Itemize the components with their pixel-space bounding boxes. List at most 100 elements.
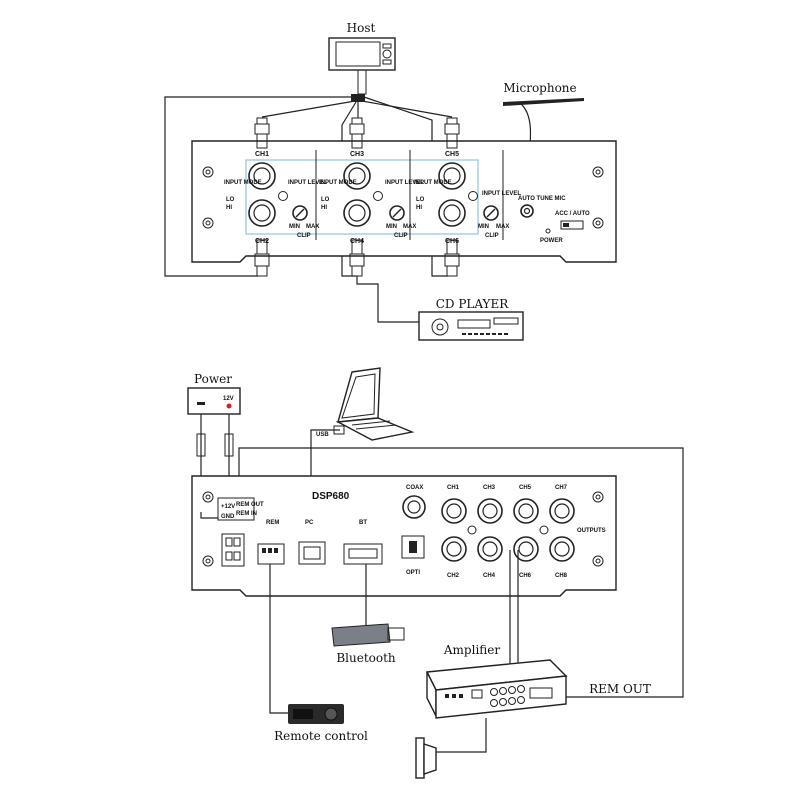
power-label: POWER <box>540 238 563 244</box>
output-jack-ch7 <box>549 498 575 524</box>
output-jack-ch5 <box>513 498 539 524</box>
terminal-gnd-label: GND <box>221 514 235 520</box>
controls-group-2: INPUT MODE LO HI INPUT LEVEL MIN MAX CLI… <box>319 150 424 240</box>
output-jack-ch6 <box>513 536 539 562</box>
input-jack-ch5 <box>438 162 466 190</box>
input-mode-switch-2[interactable] <box>373 191 383 201</box>
input-mode-hi-2: HI <box>321 205 327 211</box>
input-highlight-box <box>245 159 479 235</box>
out-ch6-label: CH6 <box>519 573 532 579</box>
clip-label-2: CLIP <box>394 233 408 239</box>
power-terminal-block: +12V GND REM OUT REM IN <box>200 497 264 567</box>
bt-usb-port: BT <box>343 520 383 632</box>
out-ch3-label: CH3 <box>483 485 496 491</box>
out-ch8-label: CH8 <box>555 573 568 579</box>
rca-plug-ch6-bottom <box>444 239 460 277</box>
max-label-1: MAX <box>306 224 319 230</box>
ch5-label-top: CH5 <box>445 151 459 158</box>
ch2-label-top: CH2 <box>255 238 269 245</box>
mic-input-area: AUTO TUNE MIC ACC / AUTO POWER <box>518 196 590 244</box>
output-jack-ch4 <box>477 536 503 562</box>
input-mode-label-1: INPUT MODE <box>224 180 262 186</box>
rca-plug-ch1-top <box>254 117 270 149</box>
output-jack-ch3 <box>477 498 503 524</box>
rca-plug-ch3-top <box>349 117 365 149</box>
out-ch5-label: CH5 <box>519 485 532 491</box>
coax-jack: COAX <box>402 485 426 519</box>
output-jack-ch2 <box>441 536 467 562</box>
dsp680-model-label: DSP680 <box>312 491 350 502</box>
input-jack-ch3 <box>343 162 371 190</box>
pc-label: PC <box>305 520 314 526</box>
input-level-label-3: INPUT LEVEL <box>482 191 521 197</box>
input-mode-label-2: INPUT MODE <box>319 180 357 186</box>
speaker <box>415 737 437 779</box>
input-mode-lo-1: LO <box>226 197 235 203</box>
input-jack-ch6 <box>438 199 466 227</box>
ch6-label-top: CH6 <box>445 238 459 245</box>
opti-port: OPTI <box>401 535 425 576</box>
acc-auto-switch[interactable] <box>560 220 584 230</box>
rem-out-label: REM OUT <box>589 682 651 696</box>
bluetooth-dongle: Bluetooth <box>331 623 405 665</box>
remote-control: Remote control <box>274 704 368 743</box>
input-mode-label-3: INPUT MODE <box>414 180 452 186</box>
input-mode-lo-3: LO <box>416 197 425 203</box>
bluetooth-label: Bluetooth <box>336 651 396 665</box>
harness-node <box>351 94 365 102</box>
controls-group-1: INPUT MODE LO HI INPUT LEVEL MIN MAX CLI… <box>224 150 327 240</box>
output-jack-ch8 <box>549 536 575 562</box>
terminal-rem-in-label: REM IN <box>236 511 257 517</box>
ch4-label-top: CH4 <box>350 238 364 245</box>
clip-label-3: CLIP <box>485 233 499 239</box>
power-12v-label: 12V <box>223 396 234 402</box>
amplifier-label: Amplifier <box>443 643 501 657</box>
coax-label: COAX <box>406 485 423 491</box>
opti-label: OPTI <box>406 570 420 576</box>
input-mode-hi-1: HI <box>226 205 232 211</box>
terminal-12v-label: +12V <box>221 504 235 510</box>
input-jack-ch1 <box>248 162 276 190</box>
input-mode-switch-1[interactable] <box>278 191 288 201</box>
out-ch1-label: CH1 <box>447 485 460 491</box>
bt-label: BT <box>359 520 367 526</box>
rem-label: REM <box>266 520 279 526</box>
out-ch4-label: CH4 <box>483 573 496 579</box>
rca-plug-ch5-top <box>444 117 460 149</box>
input-jack-ch4 <box>343 199 371 227</box>
amplifier: Amplifier REM OUT <box>425 643 651 753</box>
power-led <box>545 228 551 234</box>
input-mode-switch-3[interactable] <box>468 191 478 201</box>
min-label-2: MIN <box>386 224 397 230</box>
power-connector <box>221 533 245 567</box>
host-label: Host <box>347 21 376 35</box>
out-ch7-label: CH7 <box>555 485 568 491</box>
pc-usb-port: PC <box>298 520 326 565</box>
power-label-bottom: Power <box>194 372 232 386</box>
out-ch2-label: CH2 <box>447 573 460 579</box>
laptop-usb-label: USB <box>316 432 329 438</box>
output-jack-ch1 <box>441 498 467 524</box>
cd-player-label: CD PLAYER <box>436 297 510 311</box>
laptop: USB <box>310 367 415 524</box>
host-head-unit: Host <box>328 21 396 95</box>
ch1-label-top: CH1 <box>255 151 269 158</box>
input-level-knob-2[interactable] <box>389 205 405 221</box>
min-label-3: MIN <box>478 224 489 230</box>
power-supply: Power 12V <box>187 372 241 512</box>
terminal-rem-out-label: REM OUT <box>236 502 264 508</box>
input-level-label-1: INPUT LEVEL <box>288 180 327 186</box>
microphone-label: Microphone <box>503 81 576 95</box>
rca-plug-ch2-bottom <box>254 239 270 277</box>
input-level-knob-3[interactable] <box>483 205 499 221</box>
input-level-knob-1[interactable] <box>292 205 308 221</box>
input-mode-lo-2: LO <box>321 197 330 203</box>
input-level-label-2: INPUT LEVEL <box>385 180 424 186</box>
input-jack-ch2 <box>248 199 276 227</box>
dsp-input-panel <box>191 140 617 263</box>
rem-out-wire <box>238 447 684 698</box>
acc-auto-label: ACC / AUTO <box>555 211 590 217</box>
remote-control-label: Remote control <box>274 729 368 743</box>
ch3-label-top: CH3 <box>350 151 364 158</box>
